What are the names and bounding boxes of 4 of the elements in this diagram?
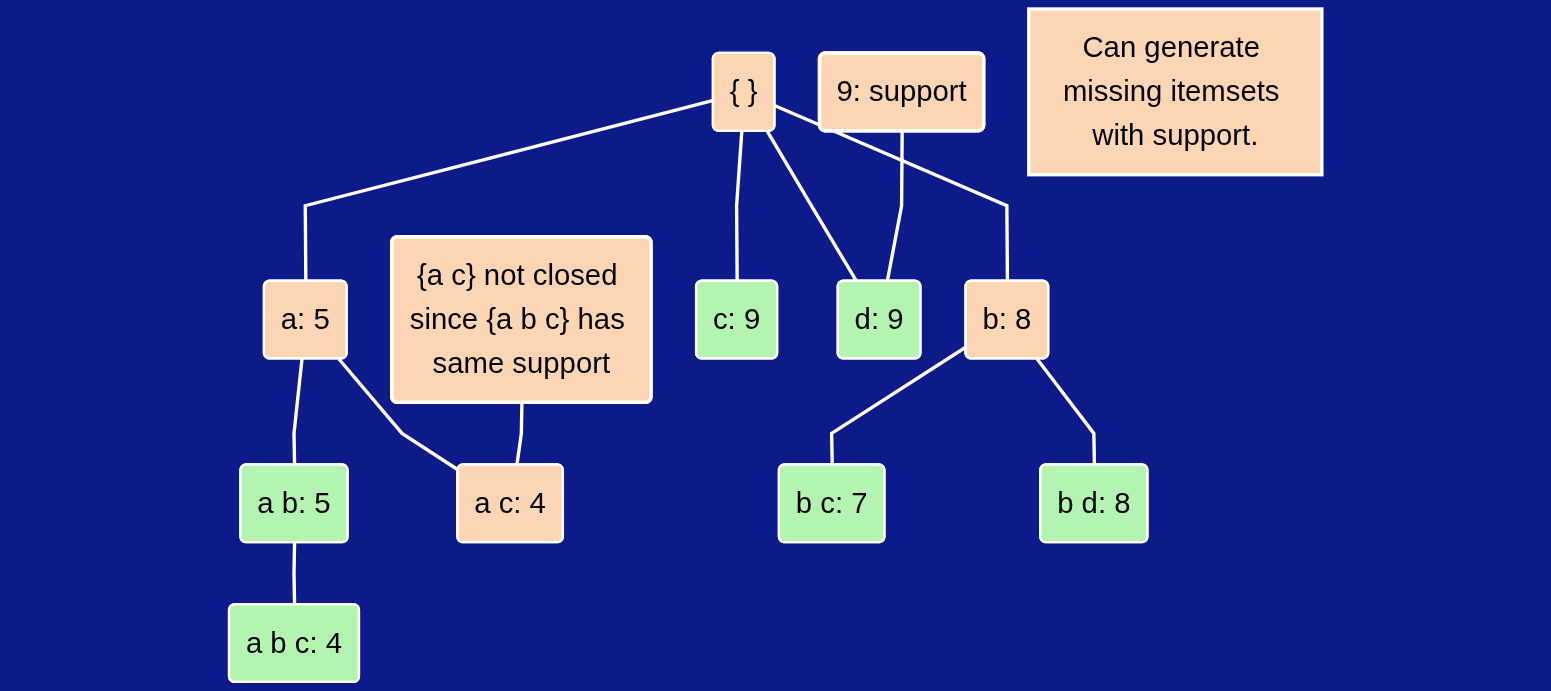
connector (292, 358, 304, 465)
node-box: Can generate missing itemsets with support. (1027, 7, 1324, 177)
connector (1035, 358, 1097, 465)
connector (292, 542, 297, 605)
